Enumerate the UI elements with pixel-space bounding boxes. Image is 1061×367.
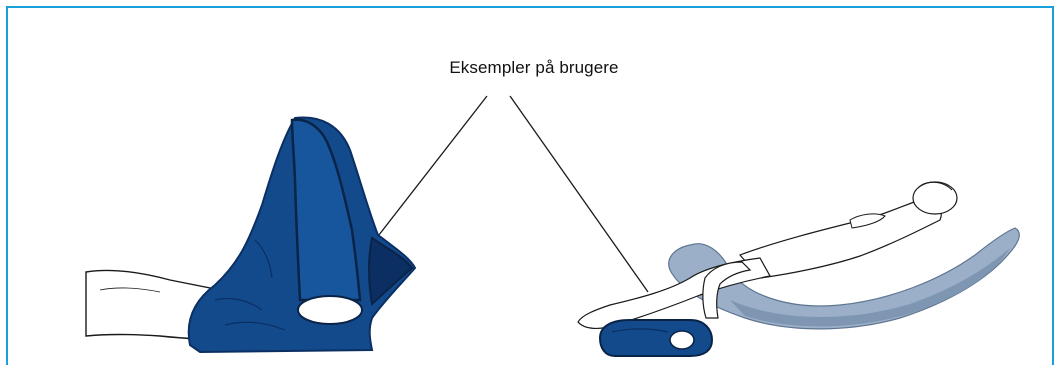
foot-cushion: [598, 319, 714, 357]
foot-cushion-seam: [611, 328, 669, 333]
leg-crease: [99, 287, 161, 293]
leader-line-left: [374, 95, 488, 241]
foot-in-boot-illustration: [85, 116, 417, 354]
person-arm: [849, 213, 886, 229]
person-torso: [738, 199, 942, 279]
person-on-pillow-illustration: [577, 181, 1020, 357]
person-hair: [917, 181, 953, 191]
foot-cushion-hole: [669, 330, 695, 350]
boot-fold-1: [214, 297, 263, 311]
pillow-shade: [730, 248, 1010, 327]
boot-opening: [368, 236, 414, 306]
boot-strap: [290, 118, 362, 302]
figure-caption: Eksempler på brugere: [449, 58, 619, 77]
figure-frame: [6, 6, 1054, 365]
person-raised-knee: [702, 261, 752, 319]
heel-opening: [297, 295, 363, 325]
leader-line-right: [509, 95, 649, 293]
boot-fold-3: [254, 239, 273, 279]
boot-fold-2: [224, 321, 286, 331]
